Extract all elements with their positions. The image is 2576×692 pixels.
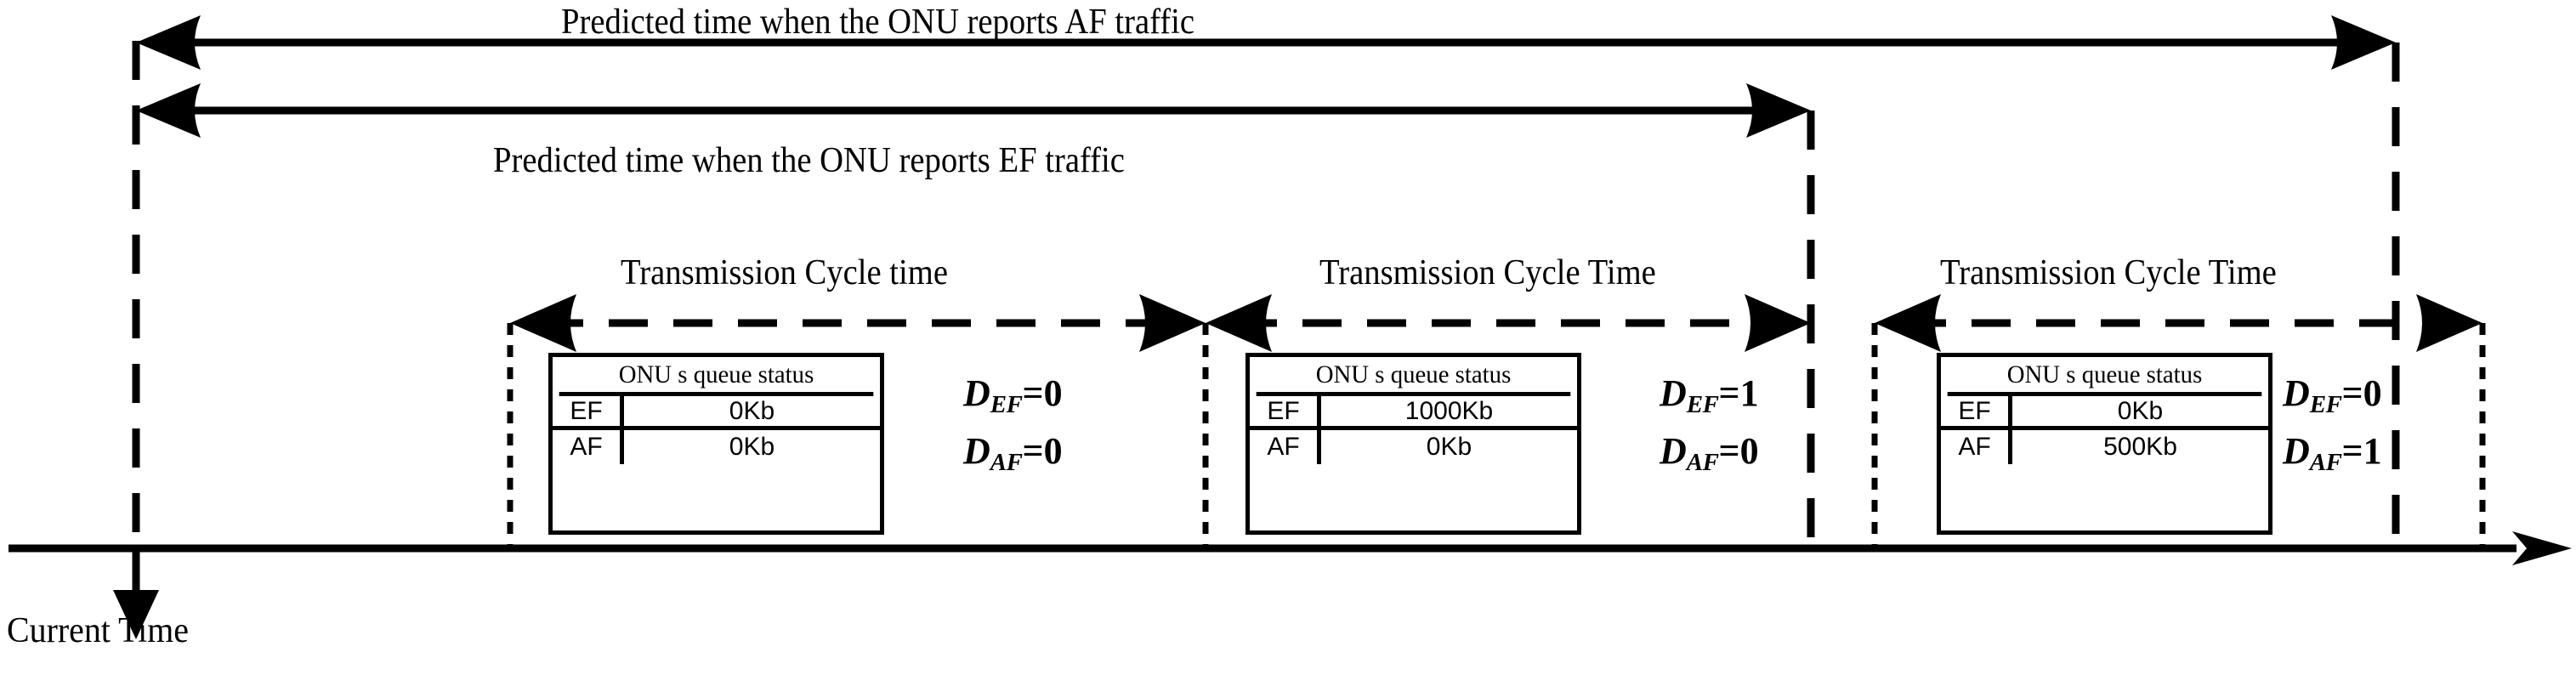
table-2-header: ONU s queue status (1256, 357, 1571, 396)
delay-flag-af-2-subscript: AF (1686, 449, 1719, 477)
table-3-ef-value: 0Kb (2117, 396, 2164, 425)
delay-flag-af-2-symbol: D (1660, 430, 1687, 472)
cycle-3-span-arrow (1875, 294, 2482, 352)
current-time-label: Current Time (7, 611, 189, 650)
delay-flag-ef-1: DEF=0 (963, 372, 1063, 419)
delay-flag-af-2: DAF=0 (1660, 430, 1759, 477)
delay-flag-af-1-value: =0 (1022, 430, 1063, 472)
main-timeline-axis (9, 531, 2572, 565)
delay-flag-ef-2-symbol: D (1660, 372, 1687, 414)
table-1-af-key: AF (553, 430, 624, 464)
delay-flag-ef-1-value: =0 (1022, 372, 1063, 414)
cycle-1-span-arrow (510, 294, 1206, 352)
cycle-2-span-arrow (1206, 294, 1811, 352)
table-3-ef-key: EF (1941, 396, 2012, 426)
onu-queue-status-table-1: ONU s queue status EF 0Kb AF 0Kb (548, 353, 884, 535)
delay-flag-ef-1-symbol: D (963, 372, 990, 414)
table-1-af-value: 0Kb (729, 433, 775, 461)
ef-predicted-time-arrow (136, 83, 1811, 138)
table-2-ef-value: 1000Kb (1404, 396, 1494, 425)
cycle-2-label: Transmission Cycle Time (1319, 253, 1656, 292)
ef-predicted-time-label: Predicted time when the ONU reports EF t… (493, 141, 1125, 180)
current-time-arrow (113, 548, 159, 639)
table-1-row-af: AF 0Kb (553, 430, 880, 464)
table-3-row-af: AF 500Kb (1941, 430, 2268, 464)
table-1-ef-value: 0Kb (729, 396, 775, 425)
delay-flag-af-3-symbol: D (2283, 430, 2310, 472)
table-1-header: ONU s queue status (559, 357, 874, 396)
table-3-row-ef: EF 0Kb (1941, 396, 2268, 430)
delay-flag-ef-3-symbol: D (2283, 372, 2310, 414)
delay-flag-ef-2-value: =1 (1718, 372, 1759, 414)
table-2-af-value: 0Kb (1426, 433, 1472, 461)
cycle-3-label: Transmission Cycle Time (1940, 253, 2277, 292)
delay-flag-af-3: DAF=1 (2283, 430, 2382, 477)
delay-flag-ef-2: DEF=1 (1660, 372, 1759, 419)
onu-queue-status-table-3: ONU s queue status EF 0Kb AF 500Kb (1937, 353, 2272, 535)
delay-flag-af-3-value: =1 (2341, 430, 2382, 472)
delay-flag-ef-1-subscript: EF (990, 391, 1023, 419)
table-3-af-key: AF (1941, 430, 2012, 464)
delay-flag-af-1-symbol: D (963, 430, 990, 472)
table-3-header: ONU s queue status (1947, 357, 2262, 396)
delay-flag-af-2-value: =0 (1718, 430, 1759, 472)
table-1-ef-key: EF (553, 396, 624, 426)
table-1-row-ef: EF 0Kb (553, 396, 880, 430)
cycle-1-label: Transmission Cycle time (621, 253, 948, 292)
delay-flag-ef-3-subscript: EF (2309, 391, 2342, 419)
table-2-af-key: AF (1250, 430, 1321, 464)
table-3-af-value: 500Kb (2103, 433, 2177, 461)
af-predicted-time-label: Predicted time when the ONU reports AF t… (561, 3, 1195, 42)
onu-queue-status-table-2: ONU s queue status EF 1000Kb AF 0Kb (1245, 353, 1581, 535)
delay-flag-ef-3: DEF=0 (2283, 372, 2382, 419)
af-predicted-time-arrow (136, 15, 2396, 70)
delay-flag-af-1-subscript: AF (990, 449, 1023, 477)
table-2-row-af: AF 0Kb (1250, 430, 1577, 464)
delay-flag-af-1: DAF=0 (963, 430, 1063, 477)
table-2-row-ef: EF 1000Kb (1250, 396, 1577, 430)
delay-flag-ef-3-value: =0 (2341, 372, 2382, 414)
delay-flag-ef-2-subscript: EF (1686, 391, 1719, 419)
delay-flag-af-3-subscript: AF (2309, 449, 2342, 477)
table-2-ef-key: EF (1250, 396, 1321, 426)
